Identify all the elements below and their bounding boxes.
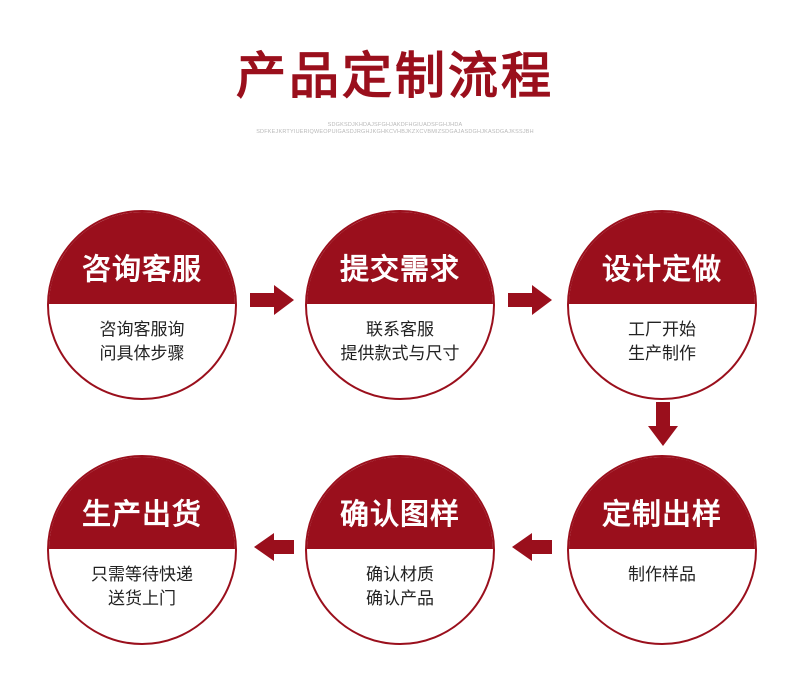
arrow-right-icon — [508, 285, 552, 315]
step-header-band — [49, 457, 235, 549]
step-title: 生产出货 — [81, 497, 202, 531]
step-description: 只需等待快递 送货上门 — [49, 563, 235, 611]
step-description-line: 确认材质 — [366, 565, 434, 585]
step-header-band — [569, 212, 755, 304]
step-description-line: 问具体步骤 — [99, 344, 185, 364]
step-description-line: 提供款式与尺寸 — [340, 344, 460, 364]
step-description-line: 确认产品 — [366, 589, 434, 609]
step-title: 咨询客服 — [81, 252, 202, 286]
step-title: 确认图样 — [339, 497, 460, 531]
arrow-down-icon — [648, 402, 678, 446]
step-description-line: 咨询客服询 — [99, 320, 185, 340]
arrow-left-icon — [512, 533, 552, 561]
step-title: 提交需求 — [339, 252, 460, 286]
step-header-band — [49, 212, 235, 304]
step-description: 联系客服 提供款式与尺寸 — [307, 318, 493, 366]
step-description-line: 送货上门 — [108, 589, 176, 609]
step-description: 确认材质 确认产品 — [307, 563, 493, 611]
step-description: 制作样品 — [569, 563, 755, 587]
step-description-line: 制作样品 — [628, 565, 696, 585]
step-description: 工厂开始 生产制作 — [569, 318, 755, 366]
step-description-line: 只需等待快递 — [91, 565, 193, 585]
step-design: 设计定做 工厂开始 生产制作 — [567, 210, 757, 400]
step-description-line: 联系客服 — [366, 320, 434, 340]
step-header-band — [307, 457, 493, 549]
arrow-left-icon — [254, 533, 294, 561]
subtitle-line-2: SDFKEJKRTYIUERIQWEOPUIGASDJRGHJKGHKCVHBJ… — [256, 129, 534, 135]
step-header-band — [307, 212, 493, 304]
step-consult: 咨询客服 咨询客服询 问具体步骤 — [47, 210, 237, 400]
arrow-right-icon — [250, 285, 294, 315]
step-submit-request: 提交需求 联系客服 提供款式与尺寸 — [305, 210, 495, 400]
step-header-band — [569, 457, 755, 549]
step-title: 定制出样 — [601, 497, 722, 531]
step-description: 咨询客服询 问具体步骤 — [49, 318, 235, 366]
step-title: 设计定做 — [601, 252, 722, 286]
step-confirm-design: 确认图样 确认材质 确认产品 — [305, 455, 495, 645]
page-title: 产品定制流程 — [236, 47, 554, 105]
step-description-line: 工厂开始 — [628, 320, 696, 340]
step-sample: 定制出样 制作样品 — [567, 455, 757, 645]
step-ship: 生产出货 只需等待快递 送货上门 — [47, 455, 237, 645]
step-description-line: 生产制作 — [628, 344, 696, 364]
subtitle-line-1: SDGKSDJKHDAJSFGHJAKDFHGIUADSFGHJHDA — [327, 122, 463, 128]
